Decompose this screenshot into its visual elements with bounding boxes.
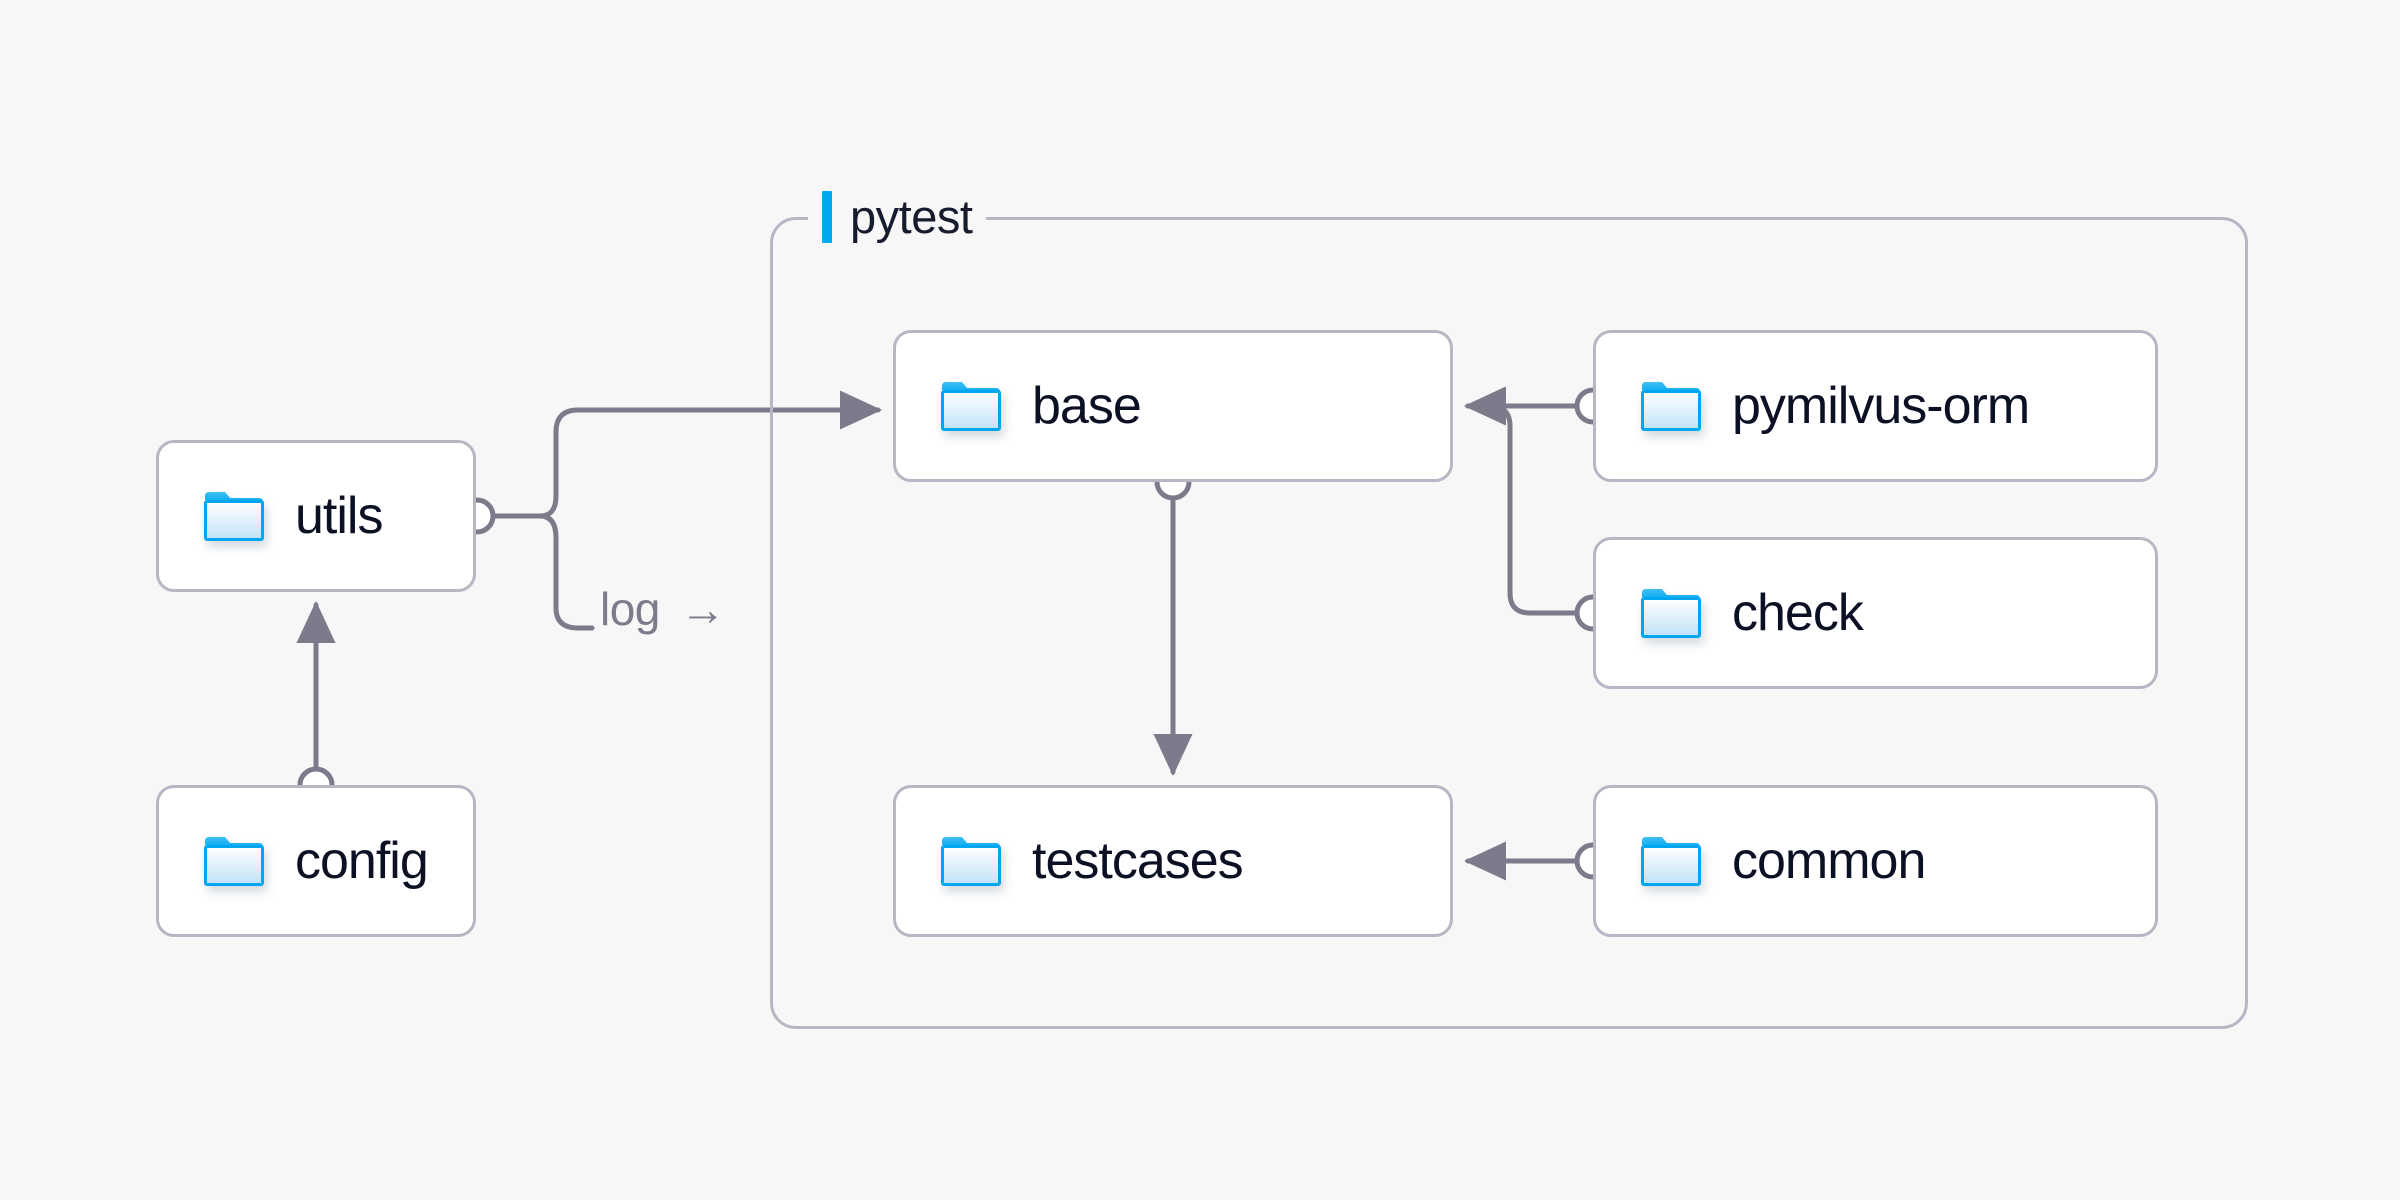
node-config-label: config bbox=[295, 832, 429, 890]
node-testcases[interactable]: testcases bbox=[893, 785, 1453, 937]
node-pymilvus-orm[interactable]: pymilvus-orm bbox=[1593, 330, 2158, 482]
edge-label-log: log → bbox=[600, 582, 726, 636]
node-common-label: common bbox=[1732, 832, 1926, 890]
group-accent-bar bbox=[822, 191, 832, 243]
folder-icon bbox=[203, 835, 265, 887]
folder-icon bbox=[1640, 835, 1702, 887]
node-utils[interactable]: utils bbox=[156, 440, 476, 592]
folder-icon bbox=[1640, 380, 1702, 432]
group-pytest[interactable] bbox=[770, 217, 2248, 1029]
node-pymilvus-orm-label: pymilvus-orm bbox=[1732, 377, 2030, 435]
node-common[interactable]: common bbox=[1593, 785, 2158, 937]
group-pytest-label: pytest bbox=[808, 187, 987, 247]
node-utils-label: utils bbox=[295, 487, 383, 545]
edge-utils-to-log bbox=[537, 513, 595, 631]
folder-icon bbox=[203, 490, 265, 542]
folder-icon bbox=[940, 380, 1002, 432]
node-check-label: check bbox=[1732, 584, 1864, 642]
folder-icon bbox=[1640, 587, 1702, 639]
node-check[interactable]: check bbox=[1593, 537, 2158, 689]
node-testcases-label: testcases bbox=[1032, 832, 1244, 890]
node-config[interactable]: config bbox=[156, 785, 476, 937]
edge-label-log-text: log bbox=[600, 583, 660, 635]
node-base-label: base bbox=[1032, 377, 1142, 435]
arrow-right-icon: → bbox=[679, 583, 726, 635]
group-title: pytest bbox=[850, 190, 973, 243]
folder-icon bbox=[940, 835, 1002, 887]
node-base[interactable]: base bbox=[893, 330, 1453, 482]
